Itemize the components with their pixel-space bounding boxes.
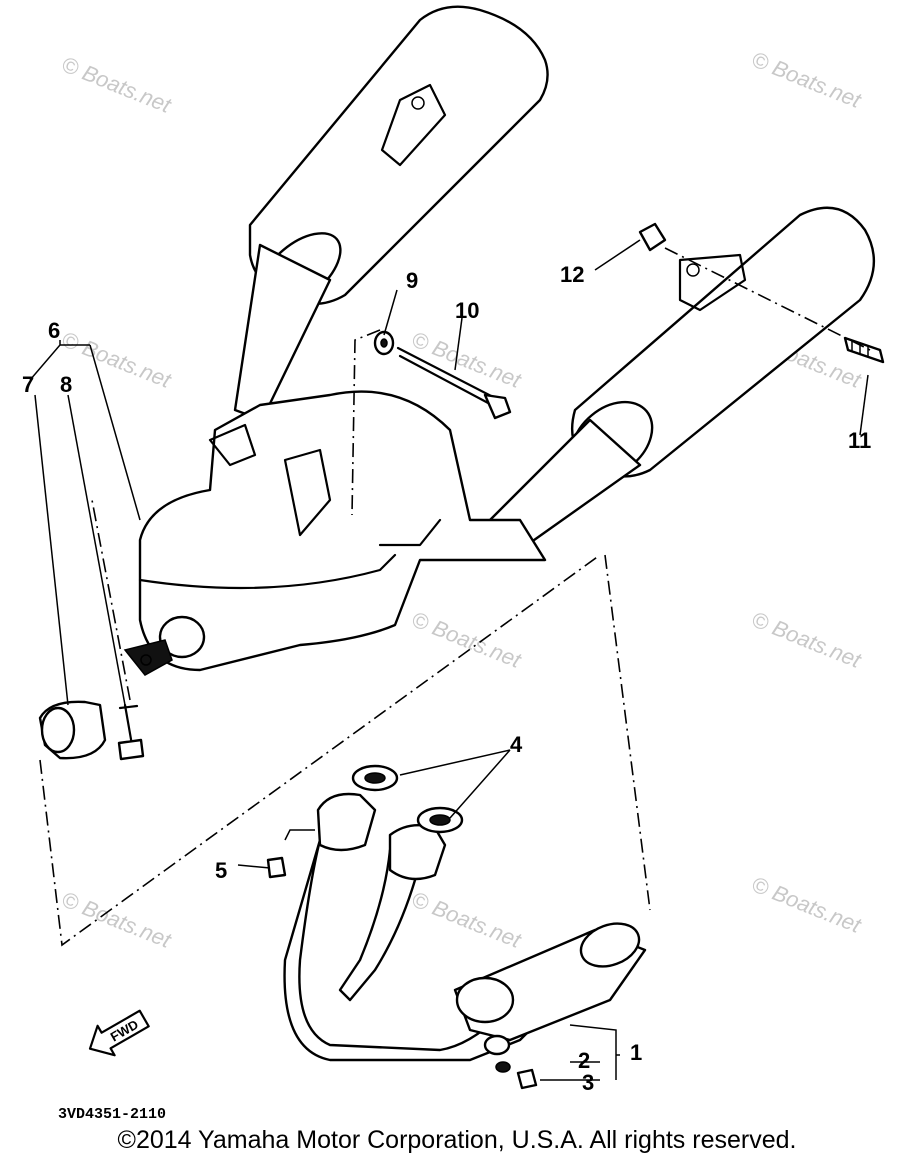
- callout-1: 1: [630, 1040, 642, 1065]
- bolt-8: [117, 703, 145, 761]
- callout-9: 9: [406, 268, 418, 293]
- watermark: © Boats.net: [58, 326, 175, 393]
- left-muffler: [233, 5, 549, 422]
- callout-6: 6: [48, 318, 60, 343]
- watermark: © Boats.net: [748, 606, 865, 673]
- alignment-lines: [39, 247, 871, 947]
- callout-2: 2: [578, 1048, 590, 1073]
- bolt-3: [516, 1068, 538, 1090]
- callout-7: 7: [22, 372, 34, 397]
- leader-lines: [29, 239, 869, 1081]
- exhaust-chamber: [123, 390, 547, 676]
- callout-12: 12: [560, 262, 584, 287]
- watermark: © Boats.net: [748, 871, 865, 938]
- fwd-arrow: FWD: [88, 1009, 150, 1057]
- watermark: © Boats.net: [58, 51, 175, 118]
- callout-numbers: 1 2 3 4 5 6 7 8 9 10 11 12: [22, 262, 871, 1095]
- washer-9: [373, 330, 395, 356]
- callout-10: 10: [455, 298, 479, 323]
- exhaust-pipe-assembly: [283, 792, 647, 1062]
- watermark: © Boats.net: [58, 886, 175, 953]
- gasket-4: [351, 764, 464, 834]
- bolt-5: [266, 856, 287, 879]
- callout-4: 4: [510, 732, 523, 757]
- nut-12: [638, 222, 667, 252]
- callout-5: 5: [215, 858, 227, 883]
- bolt-10: [396, 346, 512, 420]
- gasket-7: [38, 700, 107, 760]
- bolt-11: [843, 336, 885, 364]
- washer-2: [495, 1061, 511, 1073]
- diagram-code: 3VD4351-2110: [58, 1106, 166, 1120]
- watermark: © Boats.net: [408, 886, 525, 953]
- watermark: © Boats.net: [408, 606, 525, 673]
- callout-11: 11: [848, 428, 871, 453]
- exhaust-parts-diagram: © Boats.net © Boats.net © Boats.net © Bo…: [22, 5, 885, 1120]
- copyright-notice: ©2014 Yamaha Motor Corporation, U.S.A. A…: [117, 1126, 797, 1154]
- right-muffler: [468, 206, 876, 552]
- callout-3: 3: [582, 1070, 594, 1095]
- watermark: © Boats.net: [748, 46, 865, 113]
- callout-8: 8: [60, 372, 72, 397]
